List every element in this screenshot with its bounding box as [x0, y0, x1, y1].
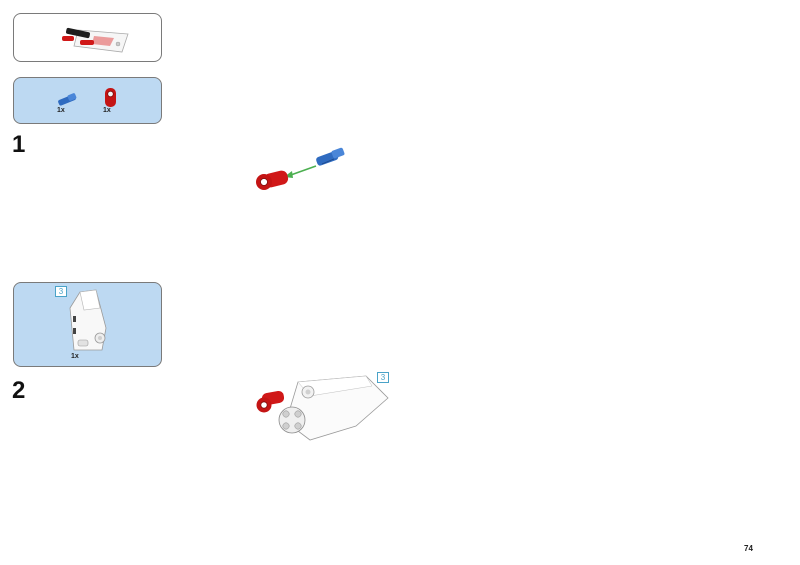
step-1-parts-list: 1x 1x	[13, 77, 162, 124]
submodel-preview-box	[13, 13, 162, 62]
step-2-assembly-illustration	[256, 375, 389, 441]
red-pin-connector-icon	[105, 88, 116, 107]
blue-axle-pin-icon	[58, 93, 77, 106]
step-1-part-2-quantity: 1x	[103, 107, 111, 114]
step-1-part-1-quantity: 1x	[57, 107, 65, 114]
submodel-preview-image	[62, 27, 129, 53]
step-2-number: 2	[12, 377, 26, 404]
page-number: 74	[744, 544, 753, 553]
step-1-assembly-illustration	[256, 147, 345, 190]
step-2-assembly-callout-tag: 3	[377, 372, 389, 383]
step-1-number: 1	[12, 131, 26, 158]
white-panel-submodel-icon	[69, 289, 107, 351]
step-2-part-1-quantity: 1x	[71, 353, 79, 360]
step-2-submodel-callout-tag: 3	[55, 286, 67, 297]
step-2-parts-list: 3 1x	[13, 282, 162, 367]
